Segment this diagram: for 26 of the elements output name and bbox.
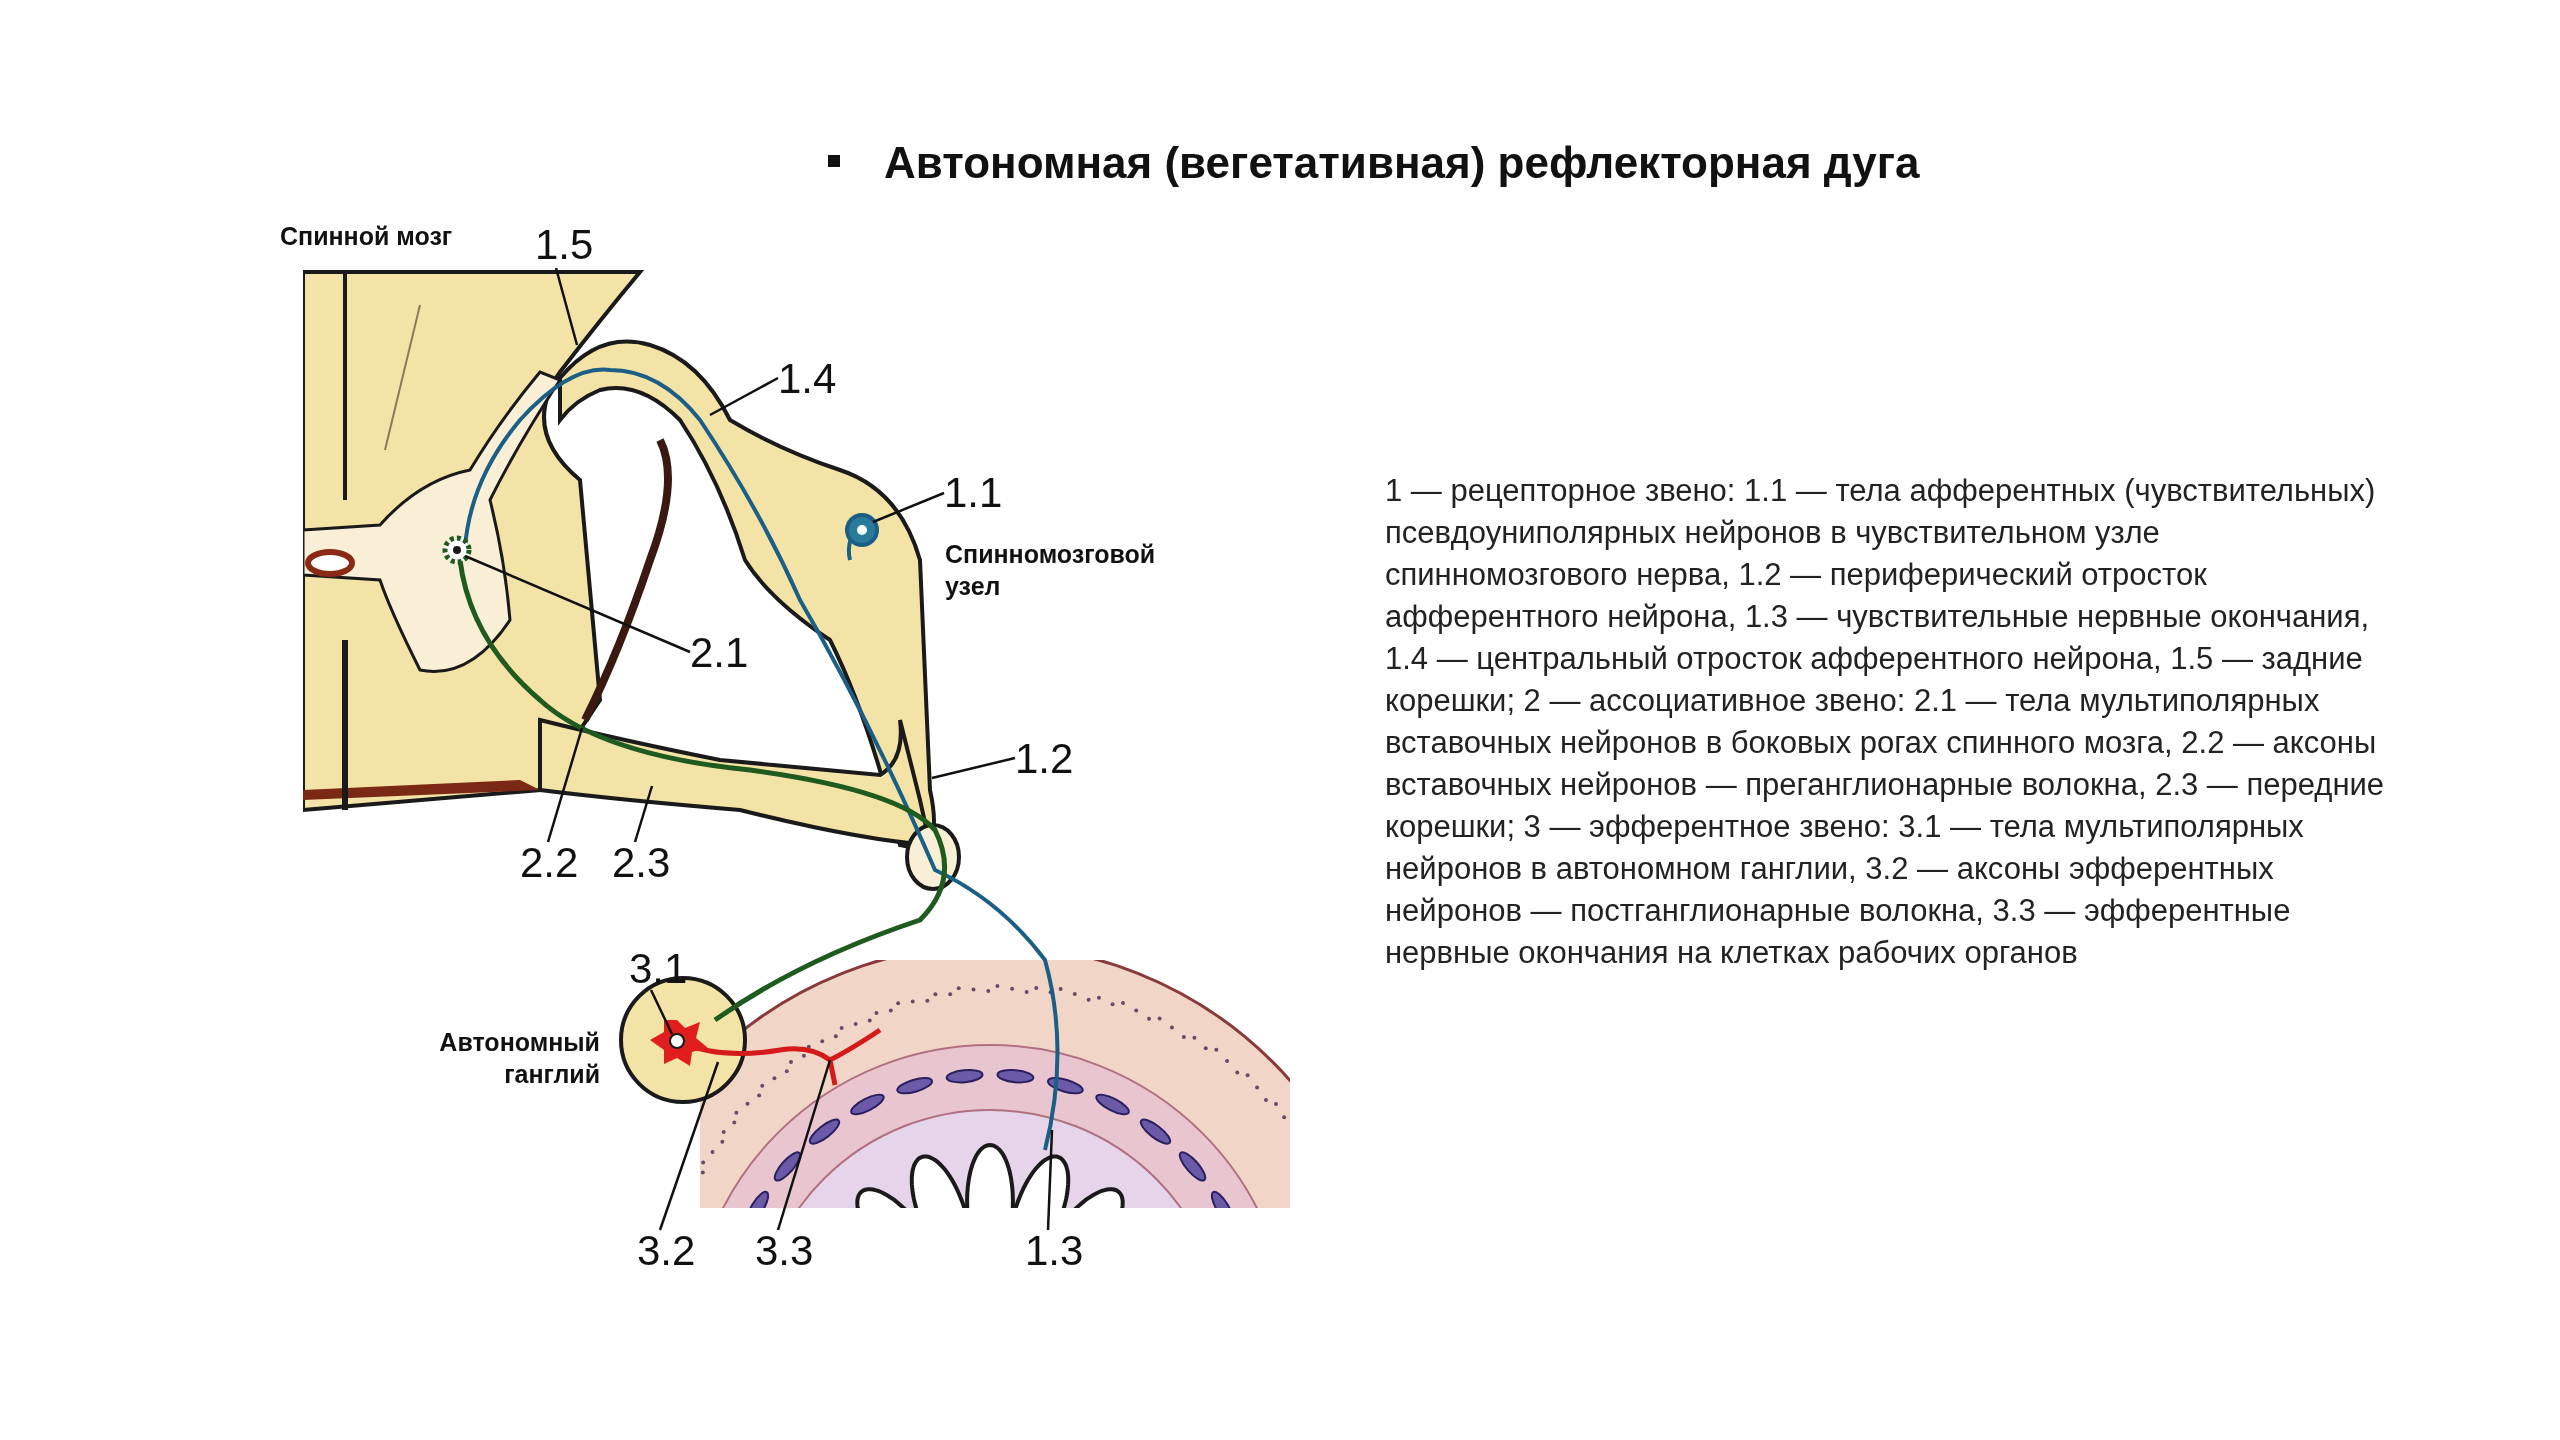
title: Автономная (вегетативная) рефлекторная дуга [884, 138, 1920, 188]
part-label: Спинномозговой узел [945, 539, 1157, 602]
part-label: Спинной мозг [280, 221, 453, 252]
callout-number: 2.2 [520, 840, 579, 886]
callout-number: 2.1 [690, 630, 749, 676]
callout-number: 1.3 [1025, 1228, 1084, 1274]
callout-number: 1.4 [778, 356, 837, 402]
leader-line [649, 989, 674, 1035]
leader-line [546, 727, 584, 843]
callout-number: 2.3 [612, 840, 671, 886]
legend-paragraph: 1 — рецепторное звено: 1.1 — тела афферентных (чувствительных) псевдоуниполярных нейронов в чувствительном узле спинномозгового нерва, 1.2 — периферический отросток афферентного нейрона, 1.3 — чувствительные нервные окончания, 1.4 — центральный отросток афферентного нейрона, 1.5 — задние корешки; 2 — ассоциативное звено: 2.1 — тела мультиполярных вставочных нейронов в боковых рогах спинного мозга, 2.2 — аксоны вставочных нейронов — преганглионарные волокна, 2.3 — передние корешки; 3 — эфферентное звено: 3.1 — тела мультиполярных нейронов в автономном ганглии, 3.2 — аксоны эфферентных нейронов — постганглионарные волокна, 3.3 — эфферентные нервные окончания на клетках рабочих органов [1385, 472, 2386, 972]
leader-line [931, 756, 1016, 780]
leader-line [633, 785, 654, 843]
leader-line [464, 554, 691, 654]
leader-line [1046, 1129, 1054, 1231]
leader-line [872, 491, 945, 524]
callout-number: 3.3 [755, 1228, 814, 1274]
callout-number: 1.2 [1015, 736, 1074, 782]
callout-number: 3.2 [637, 1228, 696, 1274]
leader-line [554, 267, 579, 346]
leader-line [709, 376, 779, 417]
callout-number: 3.1 [629, 946, 688, 992]
leader-line [658, 1061, 720, 1231]
part-label: Автономный ганглий [438, 1027, 600, 1090]
callout-number: 1.5 [535, 222, 594, 268]
callout-number: 1.1 [944, 470, 1003, 516]
